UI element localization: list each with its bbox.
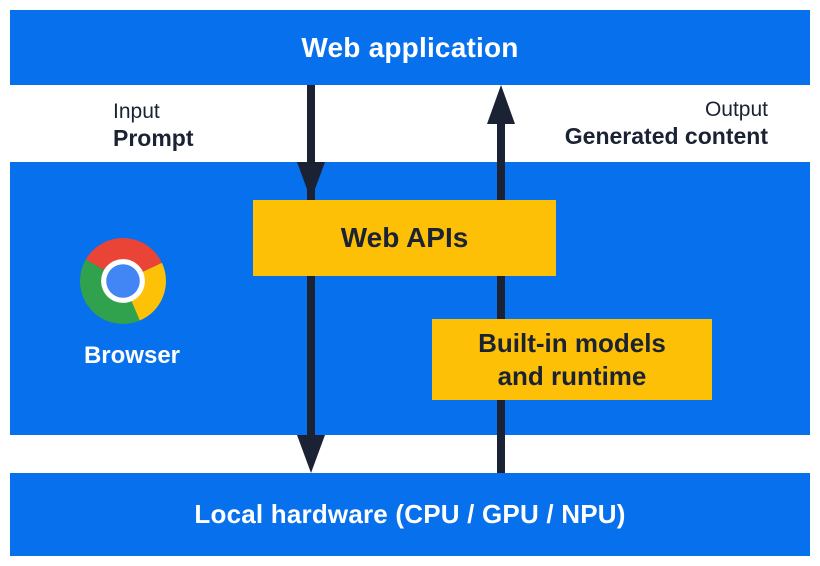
web-application-label: Web application <box>301 31 519 63</box>
browser-label: Browser <box>83 342 181 369</box>
local-hardware-label: Local hardware (CPU / GPU / NPU) <box>194 499 626 529</box>
local-hardware-layer: Local hardware (CPU / GPU / NPU) <box>10 473 810 556</box>
chrome-logo-icon <box>80 238 166 324</box>
input-label-group: Input Prompt <box>113 100 194 152</box>
output-caption: Output <box>704 98 768 121</box>
input-value-prompt: Prompt <box>113 125 194 151</box>
builtin-models-label-line1: Built-in models <box>478 327 666 358</box>
web-apis-label: Web APIs <box>340 222 469 253</box>
web-apis-box: Web APIs <box>253 200 556 276</box>
web-application-layer: Web application <box>10 10 810 85</box>
input-caption: Input <box>113 100 160 123</box>
builtin-models-label-line2: and runtime <box>497 360 647 391</box>
output-value-generated-content: Generated content <box>564 123 768 149</box>
output-label-group: Output Generated content <box>565 98 768 150</box>
builtin-models-box: Built-in models and runtime <box>432 319 712 400</box>
